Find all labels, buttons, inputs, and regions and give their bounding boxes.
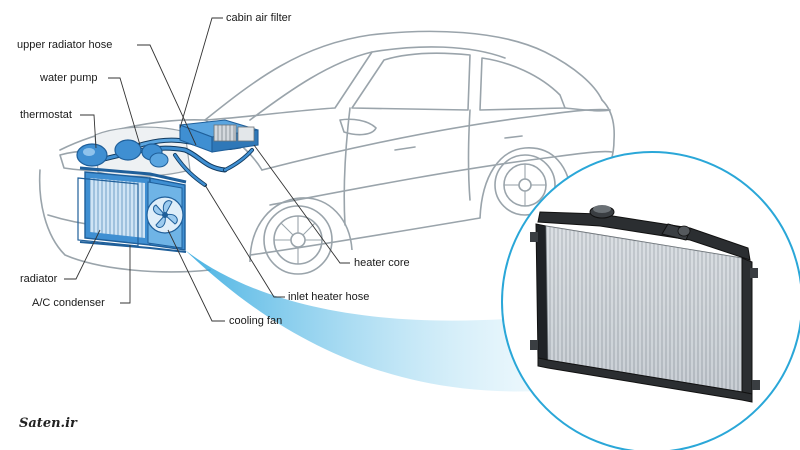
label-heater-core: heater core — [354, 257, 410, 269]
label-thermostat: thermostat — [20, 109, 72, 121]
label-inlet-heater-hose: inlet heater hose — [288, 291, 370, 303]
watermark: Saten.ir — [19, 416, 77, 431]
label-water-pump: water pump — [40, 72, 98, 84]
label-cooling-fan: cooling fan — [229, 315, 283, 327]
label-upper-radiator-hose: upper radiator hose — [17, 39, 113, 51]
radiator-closeup — [530, 205, 760, 403]
label-cabin-air-filter: cabin air filter — [226, 12, 292, 24]
callout-beam — [185, 250, 560, 392]
label-radiator: radiator — [20, 273, 58, 285]
thermostat-part — [76, 143, 108, 167]
radiator-assembly — [77, 166, 187, 253]
water-pump-part — [114, 139, 169, 168]
rear-wheel — [479, 147, 573, 219]
label-ac-condenser: A/C condenser — [32, 297, 105, 309]
leader-lines — [64, 17, 350, 322]
heater-core-part — [179, 119, 259, 153]
